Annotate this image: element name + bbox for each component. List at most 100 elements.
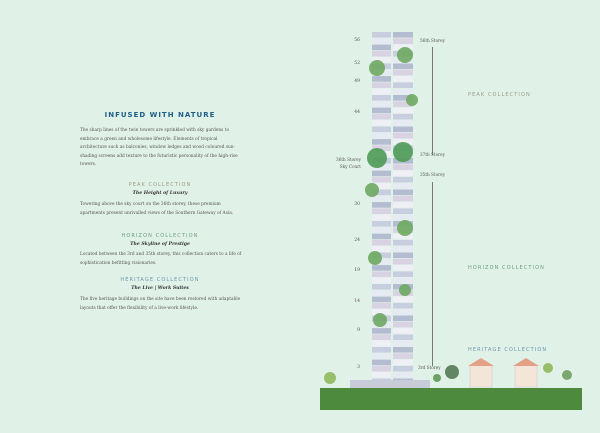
sky-garden-tree (406, 94, 418, 106)
floor-left (372, 57, 391, 63)
floor-left (372, 164, 391, 170)
floor-right (393, 189, 413, 196)
floor-right (393, 246, 413, 252)
floor-right (393, 302, 413, 309)
floor-right (393, 195, 413, 202)
floor-right (393, 139, 413, 145)
floor-left (372, 176, 391, 183)
floor-right (393, 359, 413, 366)
floor-left (372, 145, 391, 151)
sky-garden-tree (367, 148, 387, 168)
floor-right (393, 328, 413, 334)
floor-left (372, 277, 391, 284)
floor-right (393, 296, 413, 303)
floor-left (372, 95, 391, 101)
floor-left (372, 334, 391, 340)
floor-right (393, 170, 413, 177)
heritage-houses (468, 358, 539, 388)
floor-right (393, 76, 413, 82)
floor-right (393, 95, 413, 101)
floor-label: 52 (354, 61, 360, 66)
floor-label: 44 (354, 110, 360, 115)
floor-right (393, 132, 413, 139)
floor-right (393, 38, 413, 44)
heritage-collection-label: HERITAGE COLLECTION (468, 347, 548, 353)
floor-left (372, 284, 391, 290)
floor-left (372, 365, 391, 372)
floor-left (372, 302, 391, 309)
floor-left (372, 290, 391, 296)
floor-right (393, 353, 413, 359)
floor-left (372, 296, 391, 303)
floor-left (372, 214, 391, 221)
floor-left (372, 246, 391, 252)
floor-right (393, 214, 413, 221)
floor-left (372, 208, 391, 214)
sky-garden-tree (397, 47, 413, 63)
floor-left (372, 32, 391, 38)
floor-right (393, 252, 413, 259)
floor-label: 30 (354, 202, 360, 207)
floor-left (372, 183, 391, 189)
horizon-subtitle: The Skyline of Prestige (130, 242, 190, 247)
floor-right (393, 107, 413, 114)
floor-right (393, 82, 413, 88)
floor-left (372, 340, 391, 347)
sky-garden-tree (365, 183, 379, 197)
peak-subtitle: The Height of Luxury (132, 191, 188, 196)
floor-left (372, 38, 391, 44)
floor-right (393, 88, 413, 95)
floor-left (372, 50, 391, 57)
storey-label: 56th Storey (420, 38, 445, 43)
floor-right (393, 365, 413, 372)
floor-label: 9 (357, 328, 360, 333)
floor-left (372, 139, 391, 145)
floor-label: 49 (354, 79, 360, 84)
floor-left (372, 189, 391, 196)
sky-garden-tree (399, 284, 411, 296)
heritage-subtitle: The Live | Work Suites (131, 286, 189, 291)
tower (365, 32, 418, 385)
floor-left (372, 347, 391, 353)
floor-left (372, 328, 391, 334)
floor-right (393, 334, 413, 340)
floor-right (393, 208, 413, 214)
floor-left (372, 101, 391, 107)
sky-garden-tree (368, 251, 382, 265)
floor-left (372, 239, 391, 246)
peak-heading: PEAK COLLECTION (128, 182, 192, 188)
sky-court-label: 36th Storey Sky Court (336, 157, 361, 169)
peak-range-line (432, 47, 433, 155)
floor-right (393, 69, 413, 76)
intro-paragraph: The sharp lines of the twin towers are s… (80, 128, 238, 168)
floor-left (372, 113, 391, 120)
floor-left (372, 353, 391, 359)
floor-right (393, 321, 413, 328)
floor-right (393, 239, 413, 246)
floor-left (372, 120, 391, 126)
floor-right (393, 233, 413, 240)
horizon-collection-label: HORIZON COLLECTION (468, 265, 545, 271)
storey-label: 37th Storey (420, 152, 445, 157)
floor-right (393, 202, 413, 208)
floor-right (393, 176, 413, 183)
storey-label: 35th Storey (420, 172, 445, 177)
floor-right (393, 126, 413, 133)
storey-label: 3rd Storey (418, 365, 441, 370)
floor-left (372, 258, 391, 265)
floor-right (393, 101, 413, 107)
floor-right (393, 315, 413, 322)
floor-right (393, 340, 413, 347)
floor-right (393, 164, 413, 170)
floor-right (393, 277, 413, 284)
sky-garden-tree (369, 60, 385, 76)
horizon-heading: HORIZON COLLECTION (121, 233, 199, 239)
floor-right (393, 372, 413, 378)
section-title: INFUSED WITH NATURE (104, 111, 216, 119)
floor-right (393, 347, 413, 353)
ground (320, 388, 582, 410)
floor-left (372, 252, 391, 259)
floor-left (372, 271, 391, 277)
floor-left (372, 227, 391, 233)
